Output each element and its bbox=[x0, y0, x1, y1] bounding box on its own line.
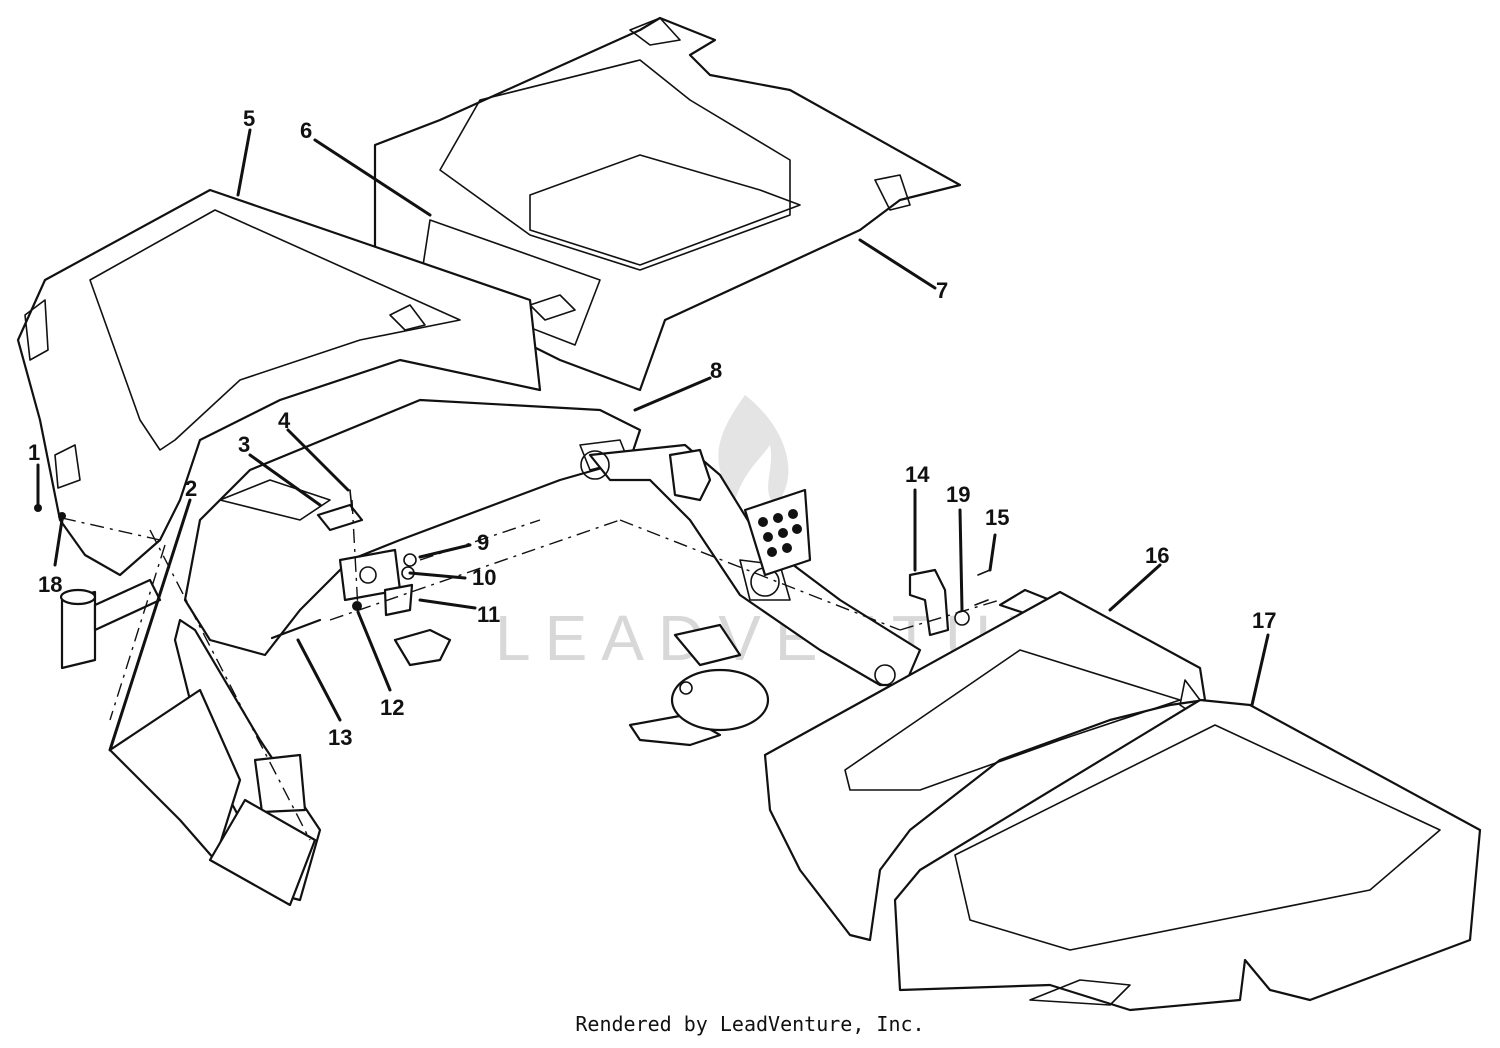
callout-1: 1 bbox=[28, 440, 40, 465]
callout-17: 17 bbox=[1252, 608, 1276, 633]
part-17-right-rear-cover bbox=[893, 698, 1482, 1012]
watermark-flame-icon bbox=[718, 395, 789, 505]
callout-6: 6 bbox=[300, 118, 312, 143]
part-16-right-fender bbox=[763, 590, 1207, 942]
callout-12: 12 bbox=[380, 695, 404, 720]
callout-7: 7 bbox=[936, 278, 948, 303]
callout-10: 10 bbox=[472, 565, 496, 590]
callout-4: 4 bbox=[278, 408, 291, 433]
leader-lines bbox=[34, 128, 1270, 752]
callout-18: 18 bbox=[38, 572, 62, 597]
callout-8: 8 bbox=[710, 358, 722, 383]
callout-13: 13 bbox=[328, 725, 352, 750]
credit-line: Rendered by LeadVenture, Inc. bbox=[575, 1012, 925, 1036]
part-8-center-cover bbox=[183, 398, 642, 657]
callout-2: 2 bbox=[185, 476, 197, 501]
callout-14: 14 bbox=[905, 462, 930, 487]
mount-plates bbox=[628, 623, 770, 747]
callout-15: 15 bbox=[985, 505, 1009, 530]
part-2-pivot-arm bbox=[59, 578, 322, 907]
callout-9: 9 bbox=[477, 530, 489, 555]
callout-16: 16 bbox=[1145, 543, 1169, 568]
callout-5: 5 bbox=[243, 106, 255, 131]
callout-11: 11 bbox=[477, 602, 500, 627]
callout-3: 3 bbox=[238, 432, 250, 457]
part-5-left-fender bbox=[16, 188, 542, 577]
callout-numbers: 1 2 3 4 5 6 7 8 9 10 11 12 13 14 15 16 1… bbox=[28, 106, 1276, 750]
callout-19: 19 bbox=[946, 482, 970, 507]
